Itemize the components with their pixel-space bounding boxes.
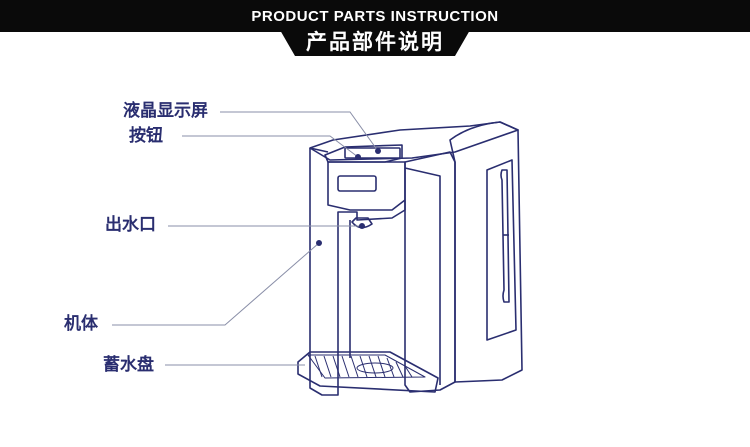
dispenser-side-inset bbox=[486, 159, 517, 341]
dispenser-display-housing bbox=[327, 162, 406, 211]
label-body: 机体 bbox=[64, 314, 98, 334]
label-buttons: 按钮 bbox=[129, 126, 163, 146]
callout-line-display bbox=[220, 111, 379, 152]
water-outlet bbox=[351, 217, 373, 229]
callout-dots bbox=[316, 148, 381, 246]
callout-lines bbox=[112, 111, 379, 366]
drip-tray-outline bbox=[297, 351, 439, 393]
label-outlet: 出水口 bbox=[105, 215, 156, 235]
dispenser-top bbox=[309, 121, 519, 161]
header-title-en: PRODUCT PARTS INSTRUCTION bbox=[251, 8, 499, 25]
header-banner bbox=[0, 0, 750, 56]
callout-line-body bbox=[112, 242, 320, 326]
dispenser-side-handle bbox=[500, 169, 510, 303]
header-title-zh: 产品部件说明 bbox=[306, 30, 444, 54]
label-display: 液晶显示屏 bbox=[123, 101, 208, 121]
label-drip-tray: 蓄水盘 bbox=[103, 355, 154, 375]
drip-tray-grille bbox=[314, 355, 413, 378]
page-header: PRODUCT PARTS INSTRUCTION 产品部件说明 bbox=[0, 0, 750, 60]
dispenser-body-column bbox=[404, 151, 456, 393]
callout-line-buttons bbox=[182, 135, 359, 158]
